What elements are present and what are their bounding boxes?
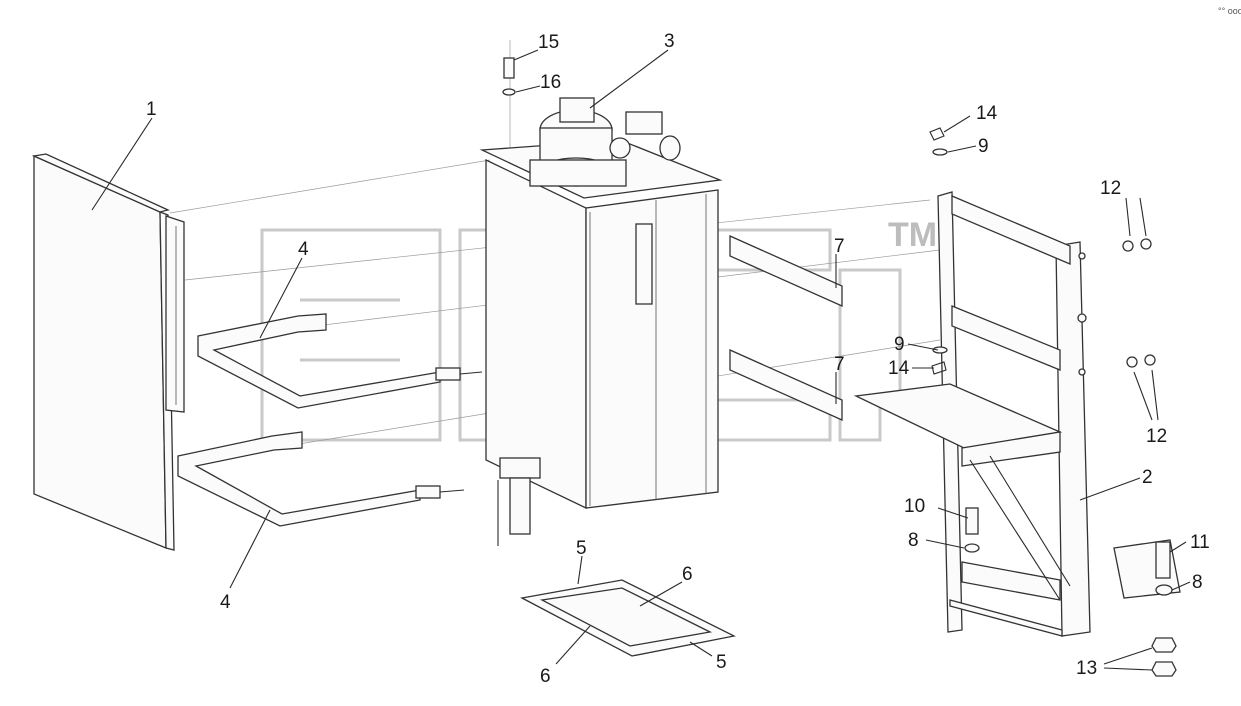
part-15-bolt <box>503 57 515 79</box>
callout-2: 2 <box>1142 467 1153 488</box>
callout-1: 1 <box>146 99 157 120</box>
callout-7-lower: 7 <box>834 354 845 375</box>
callout-9-upper: 9 <box>978 136 989 157</box>
part-2-frame <box>853 191 1181 637</box>
callout-8-left: 8 <box>908 530 919 551</box>
part-9-ring-top <box>932 148 948 156</box>
part-16-washer <box>502 88 516 96</box>
part-11-bolt <box>1155 541 1171 579</box>
part-13-nuts <box>1151 637 1177 677</box>
part-4-upper-bracket <box>197 313 483 409</box>
part-4-lower-bracket <box>177 431 465 527</box>
callout-16: 16 <box>540 72 561 93</box>
part-7-upper-strip <box>729 234 843 308</box>
callout-10: 10 <box>904 496 925 517</box>
callout-14-lower: 14 <box>888 358 910 379</box>
callout-9-lower: 9 <box>894 334 905 355</box>
part-12-nuts-lower <box>1126 354 1156 368</box>
part-3-hydraulic-tank <box>479 97 723 546</box>
callout-14-upper: 14 <box>976 103 998 124</box>
part-8-washer-left <box>964 543 980 553</box>
callout-4-lower: 4 <box>220 592 231 613</box>
callout-8-right: 8 <box>1192 572 1203 593</box>
part-8-washer-right <box>1155 584 1173 596</box>
part-1-side-panel <box>31 153 185 551</box>
callout-labels: 1 2 3 4 4 5 5 6 6 7 7 8 8 9 9 10 11 12 1… <box>146 31 1210 687</box>
leader-lines <box>91 49 1191 671</box>
part-12-nuts-upper <box>1122 238 1152 252</box>
part-14-clip-top <box>929 127 945 141</box>
part-9-ring-mid <box>932 346 948 354</box>
corner-mark: °° ooo <box>1218 6 1241 16</box>
callout-12-lower: 12 <box>1146 426 1167 447</box>
callout-5-lower: 5 <box>716 652 727 673</box>
part-7-lower-strip <box>729 348 843 422</box>
callout-13: 13 <box>1076 658 1097 679</box>
watermark-tm: TM <box>888 216 937 254</box>
callout-15: 15 <box>538 32 559 53</box>
callout-7-upper: 7 <box>834 236 845 257</box>
callout-3: 3 <box>664 31 675 52</box>
part-10-pin <box>965 507 979 535</box>
callout-6-lower: 6 <box>540 666 551 687</box>
callout-12-upper: 12 <box>1100 178 1121 199</box>
callout-6-upper: 6 <box>682 564 693 585</box>
part-14-clip-mid <box>931 361 947 375</box>
part-5-6-base-pad <box>520 579 736 657</box>
callout-5-upper: 5 <box>576 538 587 559</box>
callout-4-upper: 4 <box>298 239 309 260</box>
callout-11: 11 <box>1190 532 1210 553</box>
